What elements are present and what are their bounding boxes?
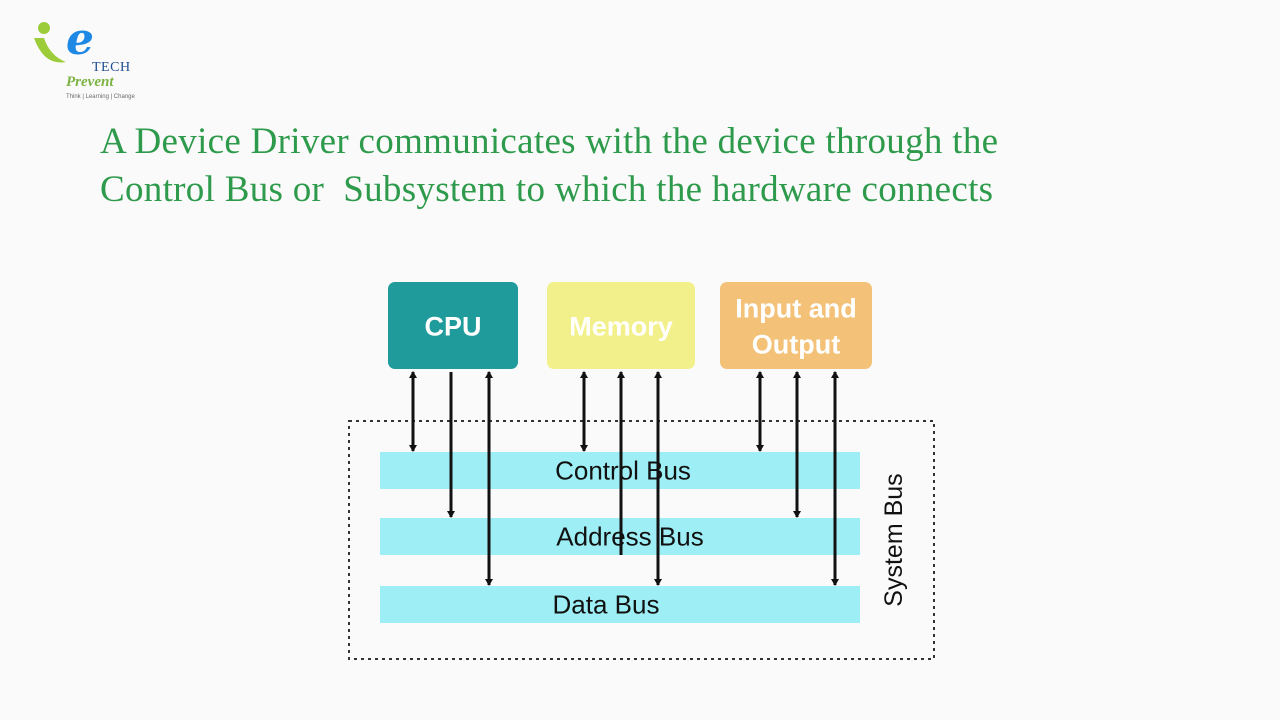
data-bus-bar bbox=[380, 586, 860, 623]
title-line-1: A Device Driver communicates with the de… bbox=[100, 121, 999, 162]
control-bus-label: Control Bus bbox=[555, 456, 691, 486]
system-bus-boundary bbox=[348, 420, 935, 660]
io-label-line-2: Output bbox=[752, 330, 840, 360]
io-label-line-1: Input and bbox=[735, 294, 856, 324]
slide-title: A Device Driver communicates with the de… bbox=[100, 118, 1200, 214]
cpu-box bbox=[388, 282, 518, 369]
memory-box bbox=[547, 282, 695, 369]
system-bus-label: System Bus bbox=[880, 473, 908, 606]
memory-label-line-1: Memory bbox=[569, 312, 673, 342]
address-bus-label: Address Bus bbox=[556, 522, 703, 552]
logo-tagline: Think | Learning | Change bbox=[66, 94, 135, 100]
logo-letter: e bbox=[66, 14, 94, 65]
logo: e TECH Prevent Think | Learning | Change bbox=[30, 16, 142, 104]
io-box bbox=[720, 282, 872, 369]
cpu-label-line-1: CPU bbox=[424, 312, 481, 342]
logo-tech: TECH bbox=[92, 60, 131, 75]
logo-name: Prevent bbox=[66, 74, 114, 90]
data-bus-label: Data Bus bbox=[553, 590, 660, 620]
person-logo-icon bbox=[34, 22, 66, 63]
title-line-2: Control Bus or Subsystem to which the ha… bbox=[100, 169, 994, 210]
